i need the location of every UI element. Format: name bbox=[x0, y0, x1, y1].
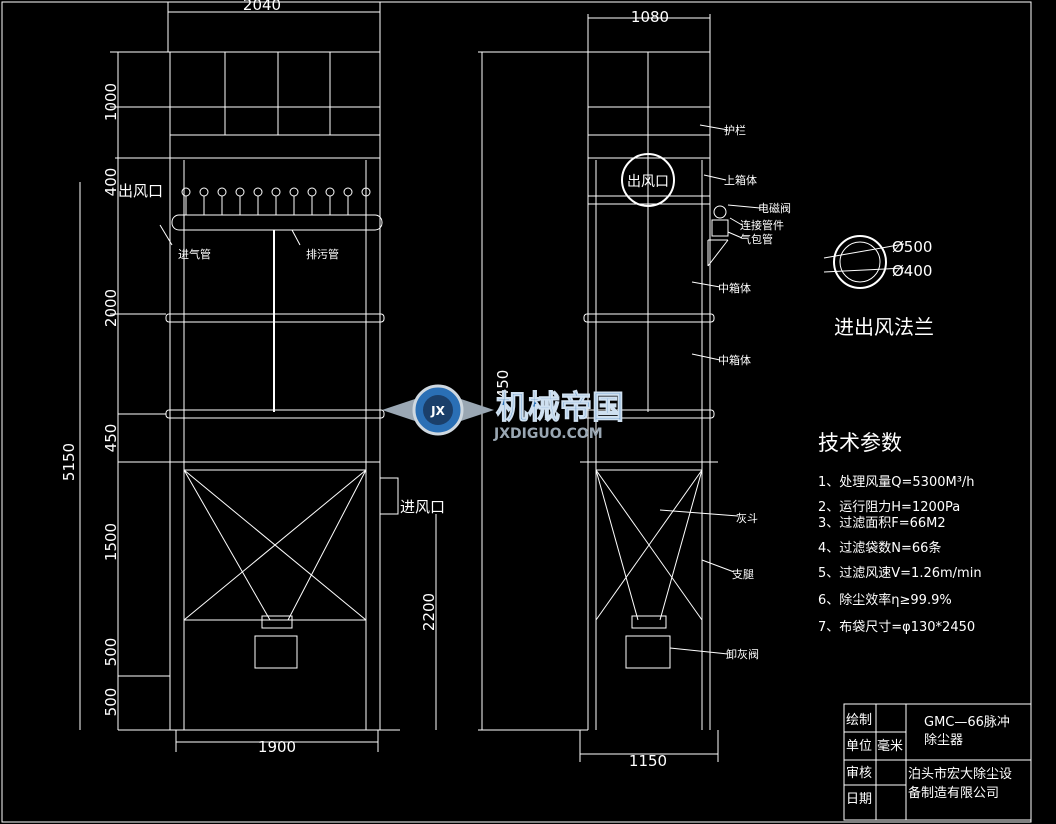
front-dim-bottom: 1900 bbox=[258, 738, 296, 756]
callout-hopper: 灰斗 bbox=[736, 511, 758, 525]
tech-param-0: 1、处理风量Q=5300M³/h bbox=[818, 475, 975, 490]
callout-discharge-valve: 卸灰阀 bbox=[726, 647, 759, 661]
callout-solenoid-valve: 电磁阀 bbox=[758, 201, 791, 215]
tech-param-1: 2、运行阻力H=1200Pa bbox=[818, 500, 960, 515]
side-outlet-label: 出风口 bbox=[627, 174, 669, 190]
air-inlet-pipe-label: 进气管 bbox=[178, 247, 211, 261]
front-dim-right: 2200 bbox=[420, 593, 438, 631]
title-review-label: 审核 bbox=[846, 766, 872, 781]
front-dim-total: 5150 bbox=[60, 443, 78, 481]
flange-title: 进出风法兰 bbox=[834, 315, 934, 339]
watermark-logo: JX 机械帝国 JXDIGUO.COM bbox=[382, 384, 625, 442]
side-dim-height: 450 bbox=[494, 370, 512, 399]
front-dim-left-6: 500 bbox=[102, 688, 120, 717]
watermark-badge: JX bbox=[430, 404, 445, 418]
pulse-valves bbox=[181, 187, 371, 215]
title-block: 绘制 单位 毫米 审核 日期 GMC—66脉冲 除尘器 泊头市宏大除尘设 备制造… bbox=[843, 703, 1032, 821]
side-dim-top: 1080 bbox=[631, 8, 669, 26]
tech-param-6: 7、布袋尺寸=φ130*2450 bbox=[818, 620, 975, 635]
discharge-valve-front bbox=[254, 635, 298, 669]
tech-params-title: 技术参数 bbox=[818, 431, 902, 455]
flange-detail: Ø500 Ø400 进出风法兰 bbox=[823, 235, 934, 339]
side-view: 1080 出风口 450 bbox=[478, 8, 791, 770]
drain-pipe-label: 排污管 bbox=[306, 247, 339, 261]
title-unit-label: 单位 bbox=[846, 739, 872, 754]
drawing-border bbox=[1, 1, 1032, 823]
front-dim-left-1: 400 bbox=[102, 168, 120, 197]
discharge-valve-side bbox=[625, 635, 671, 669]
front-view: 2040 bbox=[60, 0, 445, 756]
front-outlet-label: 出风口 bbox=[118, 182, 163, 200]
tech-param-5: 6、除尘效率η≥99.9% bbox=[818, 592, 952, 608]
callout-legs: 支腿 bbox=[732, 568, 754, 581]
front-dim-top: 2040 bbox=[243, 0, 281, 14]
air-header-pipe bbox=[171, 214, 383, 231]
title-date-label: 日期 bbox=[846, 792, 872, 807]
title-product-line2: 除尘器 bbox=[924, 733, 963, 748]
front-inlet-label: 进风口 bbox=[400, 498, 445, 516]
callout-air-bag-pipe: 气包管 bbox=[740, 232, 773, 246]
flange-outer-dia: Ø500 bbox=[892, 238, 932, 256]
front-dim-left-4: 1500 bbox=[102, 523, 120, 561]
flange-inner-dia: Ø400 bbox=[892, 262, 932, 280]
tech-param-2: 3、过滤面积F=66M2 bbox=[818, 516, 946, 531]
title-unit-value: 毫米 bbox=[877, 738, 903, 754]
watermark-en: JXDIGUO.COM bbox=[493, 426, 603, 442]
callout-middle-box-1: 中箱体 bbox=[718, 281, 751, 295]
callout-middle-box-2: 中箱体 bbox=[718, 353, 751, 367]
watermark-cn: 机械帝国 bbox=[496, 388, 624, 426]
tech-param-4: 5、过滤风速V=1.26m/min bbox=[818, 566, 982, 581]
title-company-line1: 泊头市宏大除尘设 bbox=[908, 766, 1012, 782]
front-dim-left-3: 450 bbox=[102, 424, 120, 453]
front-dim-left-5: 500 bbox=[102, 638, 120, 667]
tech-params: 技术参数 1、处理风量Q=5300M³/h 2、运行阻力H=1200Pa 3、过… bbox=[818, 431, 982, 635]
front-dim-left-0: 1000 bbox=[102, 83, 120, 121]
title-draw-label: 绘制 bbox=[846, 713, 872, 728]
tech-param-3: 4、过滤袋数N=66条 bbox=[818, 540, 941, 556]
callout-upper-box: 上箱体 bbox=[724, 173, 757, 187]
side-dim-bottom: 1150 bbox=[629, 752, 667, 770]
title-product-line1: GMC—66脉冲 bbox=[924, 715, 1010, 730]
callout-fittings: 连接管件 bbox=[740, 218, 784, 232]
title-company-line2: 备制造有限公司 bbox=[908, 785, 999, 801]
side-outlet-circle bbox=[621, 153, 675, 207]
callout-guardrail: 护栏 bbox=[724, 123, 746, 137]
front-dim-left-2: 2000 bbox=[102, 289, 120, 327]
